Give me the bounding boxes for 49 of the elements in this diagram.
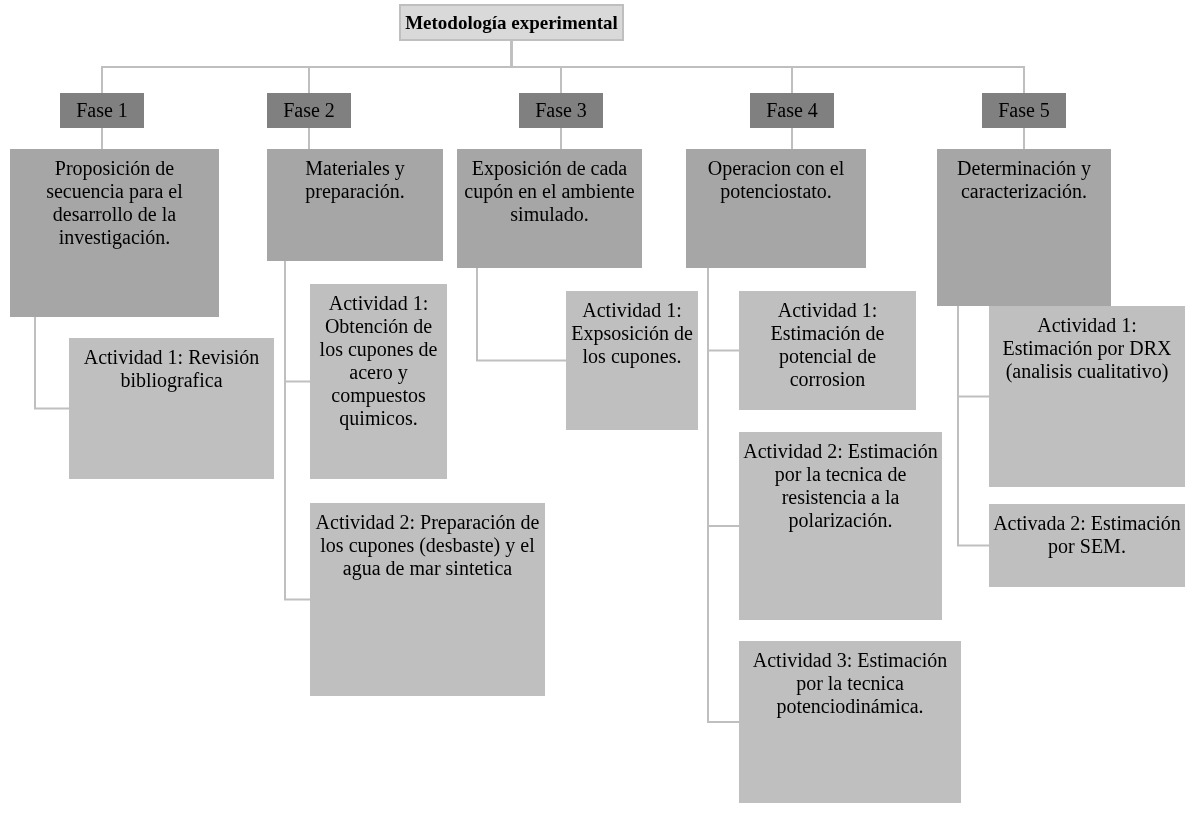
connector-line — [957, 305, 990, 547]
node-label: Actividad 1: Estimación de potencial de corrosion — [769, 299, 886, 391]
node-label: Fase 1 — [76, 99, 128, 122]
connector-line — [34, 316, 70, 410]
phase-tab — [519, 93, 603, 128]
node-label: Exposición de cada cupón en el ambiente simulado. — [463, 157, 636, 226]
activity-box — [739, 432, 942, 620]
connector-line — [560, 127, 562, 150]
phase-tab — [982, 93, 1066, 128]
connector-line — [284, 260, 311, 601]
node-label: Actividad 2: Estimación por la tecnica de resistencia a la polarización. — [743, 440, 938, 532]
node-label: Operacion con el potenciostato. — [706, 157, 846, 203]
phase-box — [686, 149, 866, 268]
phase-tab — [267, 93, 351, 128]
node-label: Actividad 3: Estimación por la tecnica potenciodinámica. — [751, 649, 949, 718]
connector-line — [1023, 127, 1025, 150]
activity-box — [69, 338, 274, 479]
phase-box — [267, 149, 443, 261]
phase-box — [10, 149, 219, 317]
activity-box — [310, 503, 545, 696]
title-box — [399, 4, 624, 41]
connector-line — [791, 127, 793, 150]
node-label: Actividad 2: Preparación de los cupones (desbaste) y el agua de mar sintetica — [314, 511, 541, 580]
node-label: Fase 4 — [766, 99, 818, 122]
phase-tab — [750, 93, 834, 128]
connector-line — [476, 267, 567, 362]
phase-tab — [60, 93, 144, 128]
phase-box — [457, 149, 642, 268]
connector-line — [101, 127, 103, 150]
phase-box — [937, 149, 1111, 306]
connector-line — [308, 127, 310, 150]
node-label: Actividad 1: Estimación por DRX (analisis cualitativo) — [1001, 314, 1173, 383]
node-label: Actividad 1: Obtención de los cupones de acero y compuestos quimicos. — [318, 292, 439, 430]
node-label: Metodología experimental — [405, 12, 618, 33]
node-label: Activada 2: Estimación por SEM. — [993, 512, 1181, 558]
activity-box — [989, 504, 1185, 587]
node-label: Fase 5 — [998, 99, 1050, 122]
node-label: Actividad 1: Revisión bibliografica — [82, 346, 261, 392]
node-label: Actividad 1: Expsosición de los cupones. — [570, 299, 694, 368]
activity-box — [739, 641, 961, 803]
node-label: Proposición de secuencia para el desarrollo de la investigación. — [45, 157, 184, 249]
node-label: Fase 3 — [535, 99, 587, 122]
activity-box — [310, 284, 447, 479]
activity-box — [566, 291, 698, 430]
node-label: Materiales y preparación. — [304, 157, 406, 203]
node-label: Determinación y caracterización. — [956, 157, 1092, 203]
activity-box — [739, 291, 916, 410]
node-label: Fase 2 — [283, 99, 335, 122]
activity-box — [989, 306, 1185, 487]
